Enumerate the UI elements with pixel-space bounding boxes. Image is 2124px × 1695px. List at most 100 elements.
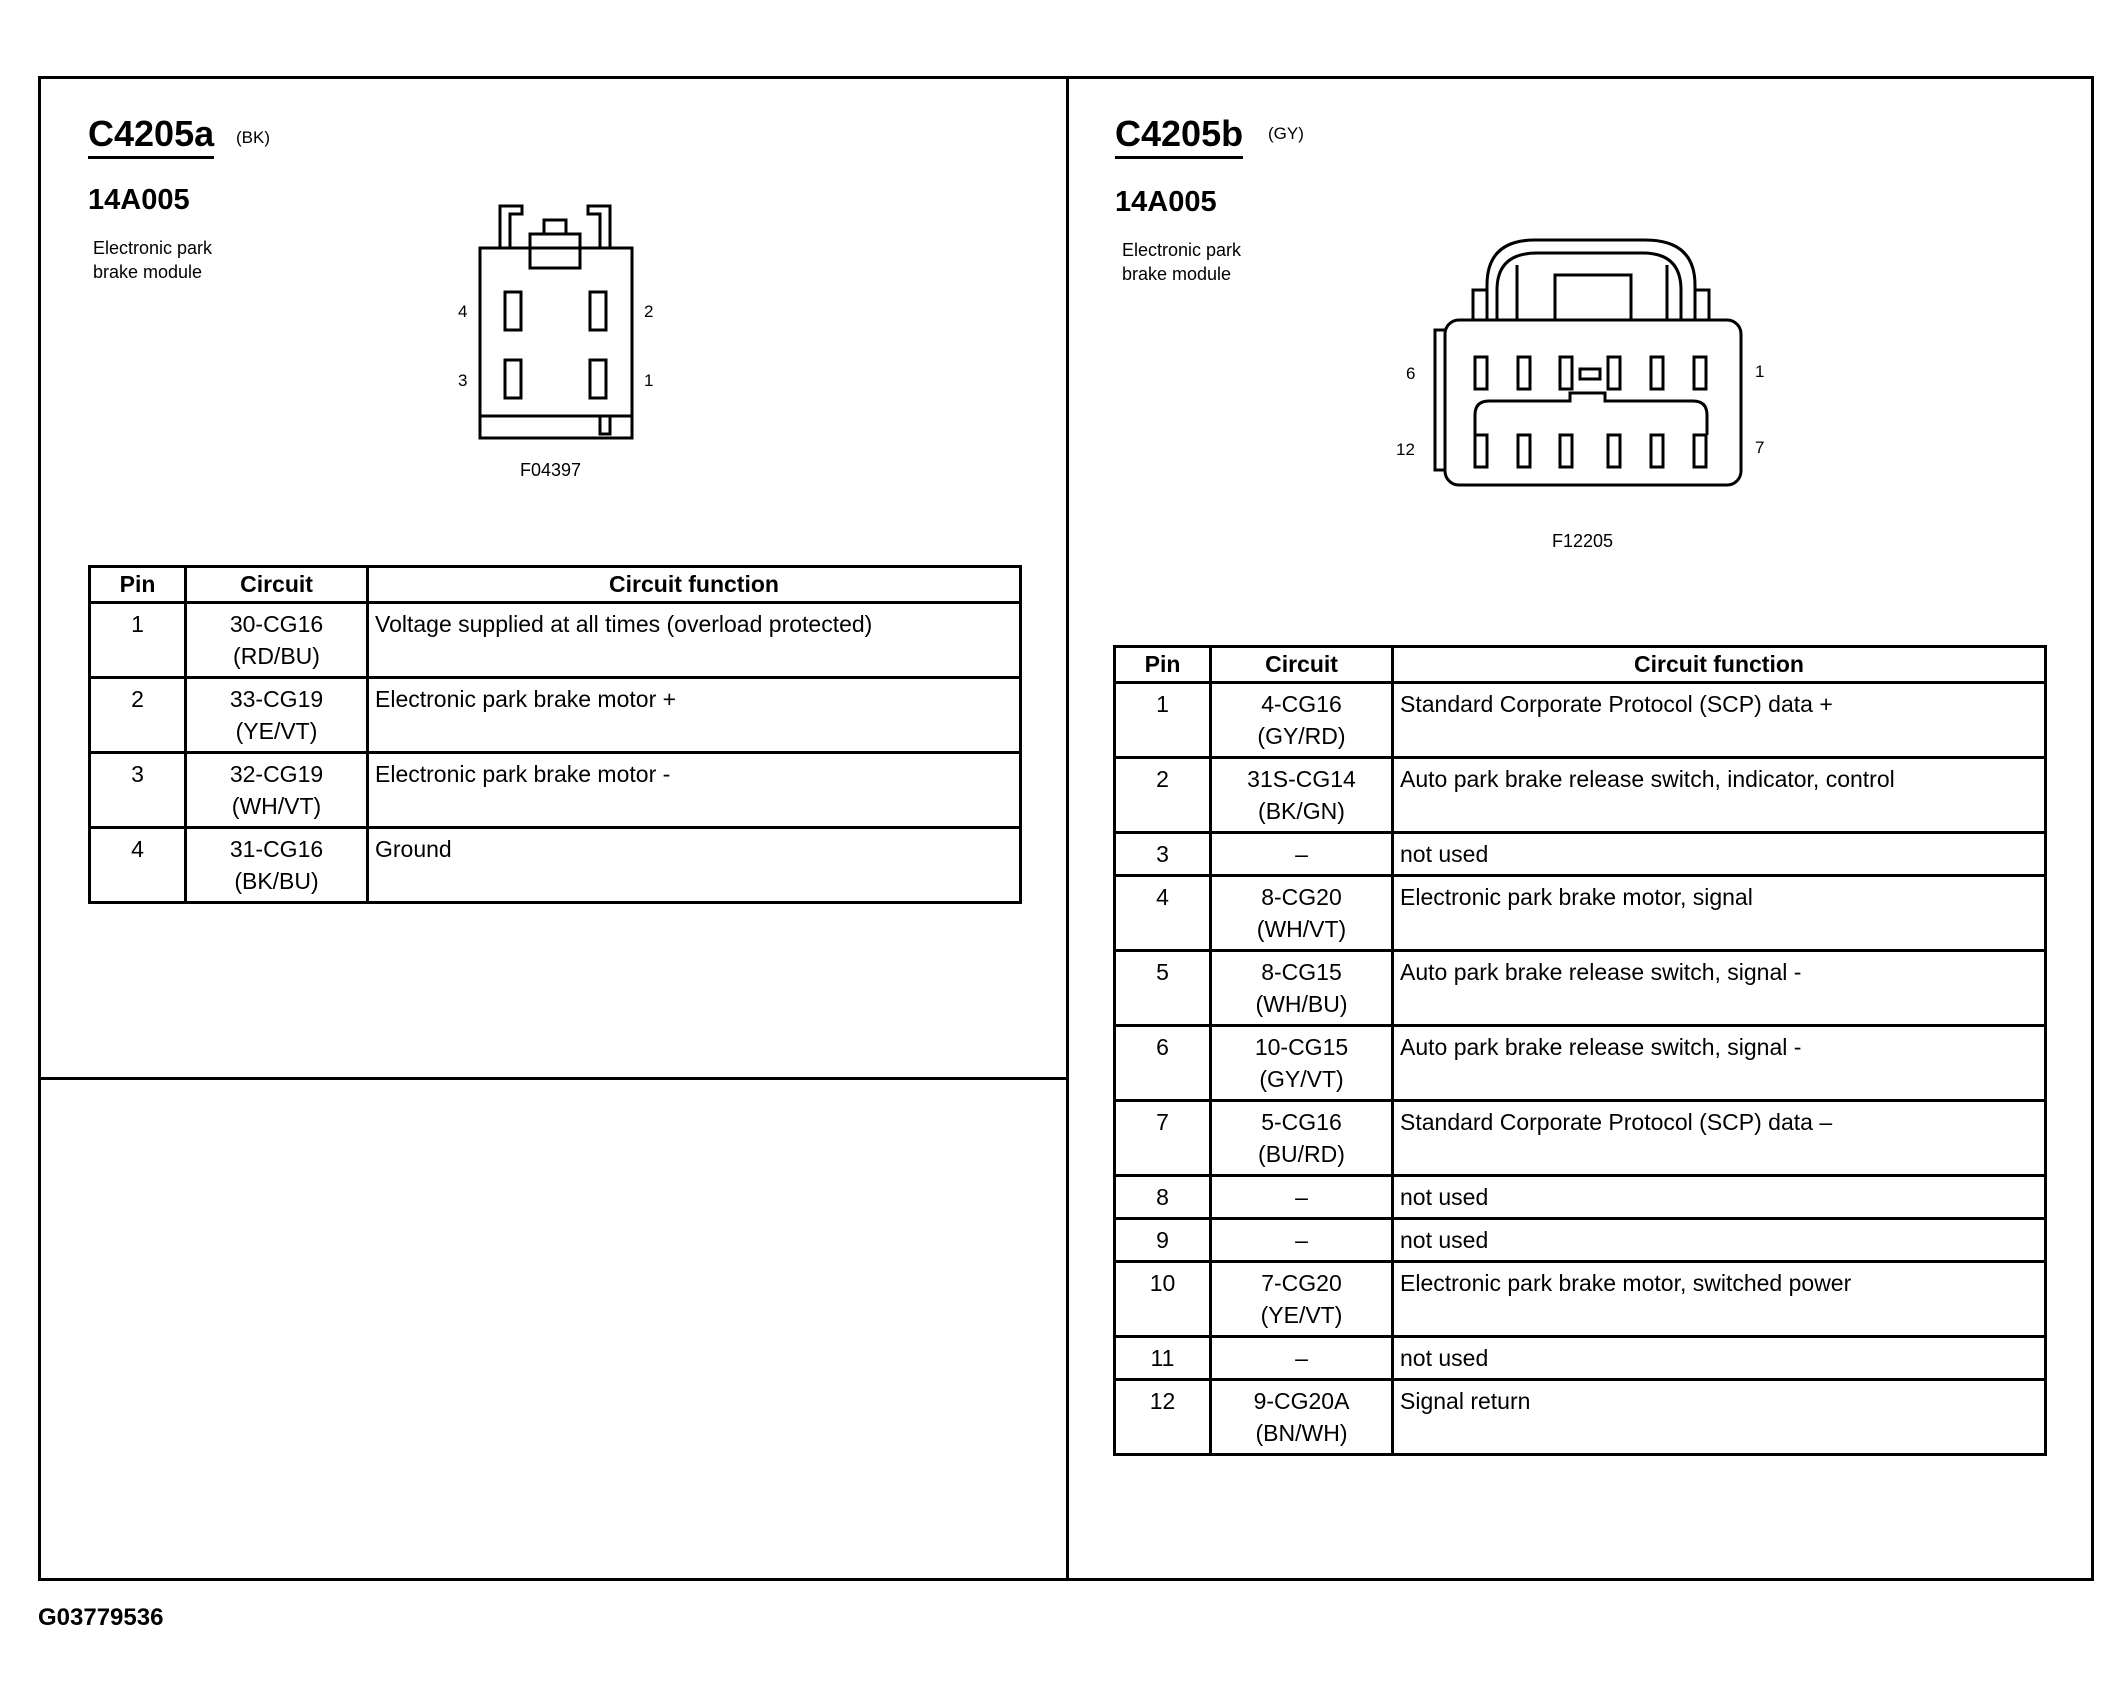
- col-header-function: Circuit function: [1391, 645, 2047, 684]
- cell-function: Auto park brake release switch, signal -: [1391, 1024, 2047, 1102]
- table-row: 11 – not used: [1113, 1335, 2047, 1381]
- cell-circuit: 7-CG20 (YE/VT): [1209, 1260, 1394, 1338]
- pin-label: 12: [1396, 440, 1415, 459]
- circuit-id: 32-CG19: [229, 761, 324, 787]
- cell-pin: 3: [88, 751, 187, 829]
- wire-color: (YE/VT): [1260, 1302, 1343, 1328]
- table-header-row: Pin Circuit Circuit function: [88, 565, 1022, 604]
- col-header-function: Circuit function: [366, 565, 1022, 604]
- table-row: 3 – not used: [1113, 831, 2047, 877]
- wire-color: (BK/GN): [1258, 798, 1345, 824]
- cell-circuit: –: [1209, 1174, 1394, 1220]
- cell-pin: 2: [1113, 756, 1212, 834]
- table-row: 10 7-CG20 (YE/VT) Electronic park brake mot…: [1113, 1260, 2047, 1338]
- cell-circuit: 10-CG15 (GY/VT): [1209, 1024, 1394, 1102]
- cell-pin: 10: [1113, 1260, 1212, 1338]
- connector-color-code: (BK): [236, 128, 270, 147]
- figure-code: F12205: [1552, 531, 1614, 551]
- cell-circuit: 30-CG16(RD/BU): [184, 601, 369, 679]
- pin-label: 4: [458, 302, 468, 321]
- circuit-id: 10-CG15: [1254, 1034, 1349, 1060]
- cell-circuit: 5-CG16(BU/RD): [1209, 1099, 1394, 1177]
- circuit-id: 30-CG16: [229, 611, 324, 637]
- connector-title: C4205b: [1115, 113, 1244, 154]
- pin-label: 2: [644, 302, 654, 321]
- circuit-id: 5-CG16: [1261, 1109, 1342, 1135]
- cell-function: Auto park brake release switch, signal -: [1391, 949, 2047, 1027]
- wire-color: (YE/VT): [235, 718, 318, 744]
- cell-function: Electronic park brake motor -: [366, 751, 1022, 829]
- part-number: 14A005: [88, 184, 190, 216]
- cell-circuit: 9-CG20A(BN/WH): [1209, 1378, 1394, 1456]
- cell-function: Standard Corporate Protocol (SCP) data +: [1391, 681, 2047, 759]
- connector-title-underline: [1115, 156, 1243, 159]
- connector-title: C4205a: [88, 113, 215, 154]
- table-row: 2 31S-CG14 (BK/GN) Auto park brake release …: [1113, 756, 2047, 834]
- panel-divider-vertical: [1066, 76, 1069, 1581]
- connector-face-c4205b: [1433, 238, 1743, 487]
- wire-color: (GY/RD): [1257, 723, 1346, 749]
- wire-color: (BN/WH): [1255, 1420, 1348, 1446]
- cell-circuit: 31-CG16(BK/BU): [184, 826, 369, 904]
- circuit-id: –: [1295, 841, 1308, 867]
- col-header-circuit: Circuit: [1209, 645, 1394, 684]
- wire-color: (GY/VT): [1259, 1066, 1344, 1092]
- connector-title-underline: [88, 156, 214, 159]
- cell-pin: 7: [1113, 1099, 1212, 1177]
- connector-face-c4205a: [478, 204, 634, 440]
- table-row: 6 10-CG15 (GY/VT) Auto park brake release s…: [1113, 1024, 2047, 1102]
- cell-circuit: 8-CG15 (WH/BU): [1209, 949, 1394, 1027]
- cell-circuit: 31S-CG14 (BK/GN): [1209, 756, 1394, 834]
- circuit-id: 8-CG20: [1261, 884, 1342, 910]
- cell-function: Signal return: [1391, 1378, 2047, 1456]
- wire-color: (BK/BU): [234, 868, 319, 894]
- circuit-id: 7-CG20: [1261, 1270, 1342, 1296]
- figure-code: F04397: [520, 460, 582, 480]
- cell-pin: 4: [88, 826, 187, 904]
- cell-function: not used: [1391, 831, 2047, 877]
- wire-color: (WH/VT): [1256, 916, 1347, 942]
- circuit-id: 31S-CG14: [1247, 766, 1356, 792]
- cell-function: Electronic park brake motor, switched po…: [1391, 1260, 2047, 1338]
- pin-label: 6: [1406, 364, 1416, 383]
- cell-pin: 9: [1113, 1217, 1212, 1263]
- cell-pin: 3: [1113, 831, 1212, 877]
- table-row: 3 32-CG19 (WH/VT) Electronic park brake mot…: [88, 751, 1022, 829]
- wire-color: (WH/BU): [1255, 991, 1348, 1017]
- cell-pin: 1: [1113, 681, 1212, 759]
- table-row: 8–not used: [1113, 1174, 2047, 1220]
- part-number: 14A005: [1115, 186, 1217, 218]
- cell-function: not used: [1391, 1174, 2047, 1220]
- cell-pin: 1: [88, 601, 187, 679]
- cell-circuit: 4-CG16(GY/RD): [1209, 681, 1394, 759]
- part-description: Electronic park brake module: [93, 238, 213, 282]
- cell-pin: 2: [88, 676, 187, 754]
- cell-function: Voltage supplied at all times (overload …: [366, 601, 1022, 679]
- cell-pin: 8: [1113, 1174, 1212, 1220]
- panel-divider-horizontal: [38, 1077, 1068, 1080]
- cell-pin: 5: [1113, 949, 1212, 1027]
- wire-color: (WH/VT): [231, 793, 322, 819]
- col-header-pin: Pin: [1113, 645, 1212, 684]
- circuit-id: 8-CG15: [1261, 959, 1342, 985]
- table-row: 5 8-CG15 (WH/BU) Auto park brake release sw…: [1113, 949, 2047, 1027]
- cell-circuit: –: [1209, 1217, 1394, 1263]
- cell-function: Standard Corporate Protocol (SCP) data –: [1391, 1099, 2047, 1177]
- cell-function: Auto park brake release switch, indicato…: [1391, 756, 2047, 834]
- cell-function: not used: [1391, 1335, 2047, 1381]
- cell-circuit: 33-CG19(YE/VT): [184, 676, 369, 754]
- cell-circuit: –: [1209, 1335, 1394, 1381]
- circuit-id: –: [1295, 1345, 1308, 1371]
- col-header-pin: Pin: [88, 565, 187, 604]
- cell-pin: 11: [1113, 1335, 1212, 1381]
- table-row: 9–not used: [1113, 1217, 2047, 1263]
- cell-function: Ground: [366, 826, 1022, 904]
- cell-pin: 6: [1113, 1024, 1212, 1102]
